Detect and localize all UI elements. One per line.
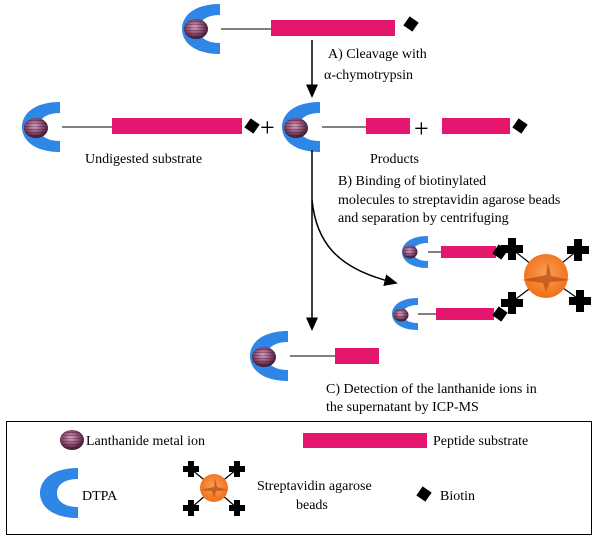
step-b-line2: molecules to streptavidin agarose beads [338, 193, 560, 208]
biotin-marker [244, 118, 260, 134]
undigested-label: Undigested substrate [85, 152, 202, 167]
lanthanide-ion [284, 118, 308, 138]
legend-streptavidin-line1: Streptavidin agarose [257, 479, 372, 494]
legend-peptide: Peptide substrate [303, 433, 528, 449]
supernatant-complex [250, 331, 379, 381]
legend-peptide-label: Peptide substrate [433, 434, 528, 449]
biotin-marker [492, 306, 508, 322]
arrow-step-b [311, 199, 398, 287]
streptavidin-cross-icon [183, 461, 199, 477]
legend: Lanthanide metal ion Peptide substrate D… [6, 421, 592, 535]
top-substrate-complex [182, 4, 419, 54]
legend-dtpa: DTPA [40, 468, 118, 518]
peptide-bar [441, 246, 496, 258]
plus-sign-2: + [414, 114, 429, 143]
peptide-fragment [335, 348, 379, 364]
lanthanide-ion [24, 118, 48, 138]
step-c-line2: the supernatant by ICP-MS [326, 400, 479, 415]
legend-biotin-label: Biotin [440, 489, 475, 504]
biotin-icon [416, 486, 432, 502]
peptide-fragment [442, 118, 510, 134]
step-a-line1: A) Cleavage with [328, 47, 427, 62]
step-b-line3: and separation by centrifuging [338, 211, 509, 226]
lanthanide-ion-icon [60, 430, 84, 450]
product-fragment-2 [442, 118, 528, 134]
legend-frame [6, 421, 592, 535]
step-a-line2: α-chymotrypsin [324, 68, 413, 83]
peptide-bar [436, 308, 494, 320]
peptide-fragment [366, 118, 410, 134]
undigested-substrate-complex [22, 102, 260, 152]
legend-streptavidin: Streptavidin agarose beads [183, 461, 372, 516]
peptide-bar-icon [303, 433, 427, 448]
legend-streptavidin-line2: beads [296, 498, 328, 513]
streptavidin-cross [569, 290, 591, 312]
streptavidin-cross-icon [229, 461, 245, 477]
products-label: Products [370, 152, 419, 167]
product-complex-1 [282, 102, 410, 152]
dtpa-icon [40, 468, 78, 518]
lanthanide-ion [393, 308, 409, 322]
streptavidin-cross [567, 239, 589, 261]
plus-sign-1: + [260, 113, 275, 142]
step-b-line1: B) Binding of biotinylated [338, 174, 486, 189]
lanthanide-ion [184, 19, 208, 39]
lanthanide-ion [402, 245, 418, 259]
biotin-marker [403, 16, 419, 32]
bead-complex [392, 236, 591, 330]
legend-lanthanide: Lanthanide metal ion [60, 430, 205, 450]
lanthanide-ion [252, 347, 276, 367]
peptide-bar [112, 118, 242, 134]
legend-biotin: Biotin [416, 486, 475, 504]
legend-dtpa-label: DTPA [82, 489, 118, 504]
peptide-bar [271, 20, 395, 36]
step-c-line1: C) Detection of the lanthanide ions in [326, 382, 537, 397]
legend-lanthanide-label: Lanthanide metal ion [86, 434, 205, 449]
biotin-marker [512, 118, 528, 134]
